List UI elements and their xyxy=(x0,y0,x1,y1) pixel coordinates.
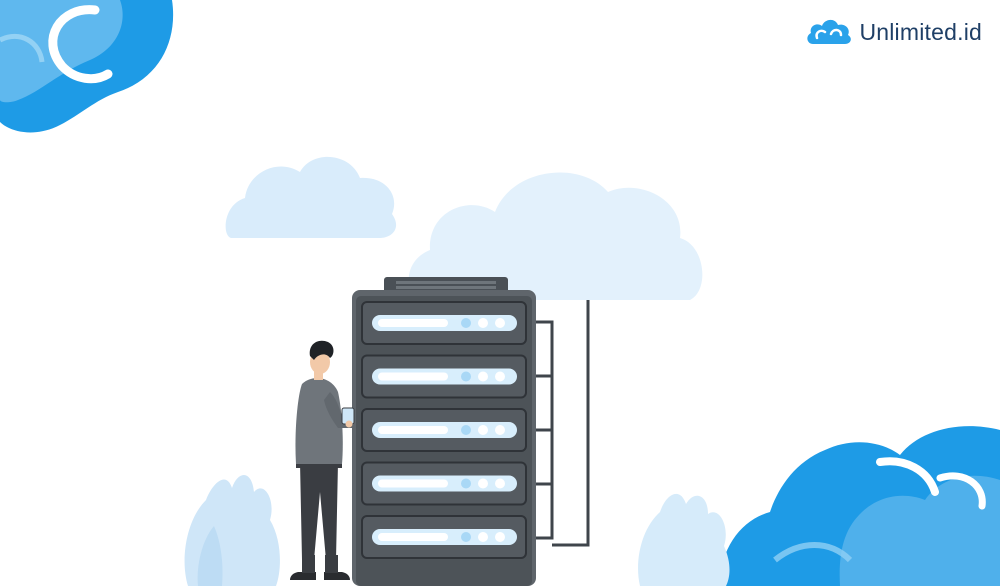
status-led-icon xyxy=(461,532,471,542)
server-units xyxy=(361,301,527,559)
brand-logo[interactable]: Unlimited.id xyxy=(805,14,982,50)
status-led-icon xyxy=(478,425,488,435)
server-unit xyxy=(361,461,527,506)
status-led-icon xyxy=(461,425,471,435)
bottom-right-decor-blob xyxy=(718,426,1000,586)
status-led-icon xyxy=(478,318,488,328)
status-led-icon xyxy=(495,425,505,435)
right-shrub xyxy=(638,493,730,586)
status-led-icon xyxy=(495,318,505,328)
status-led-icon xyxy=(478,532,488,542)
server-unit xyxy=(361,515,527,559)
server-unit xyxy=(361,354,527,399)
background-cloud-large xyxy=(408,172,703,300)
network-cable xyxy=(533,300,590,547)
status-led-icon xyxy=(495,532,505,542)
server-unit xyxy=(361,408,527,452)
status-led-icon xyxy=(478,478,488,489)
left-shrub xyxy=(184,474,280,586)
server-unit xyxy=(361,301,527,345)
status-led-icon xyxy=(495,371,505,382)
status-led-icon xyxy=(461,478,471,489)
status-led-icon xyxy=(478,371,488,382)
cloud-logo-icon xyxy=(807,19,852,44)
brand-name: Unlimited.id xyxy=(859,18,982,45)
status-led-icon xyxy=(495,478,505,489)
status-led-icon xyxy=(461,371,471,382)
background-cloud-small xyxy=(225,156,397,238)
status-led-icon xyxy=(461,318,471,328)
person-technician xyxy=(290,340,355,580)
top-left-decor-blob xyxy=(0,0,174,133)
